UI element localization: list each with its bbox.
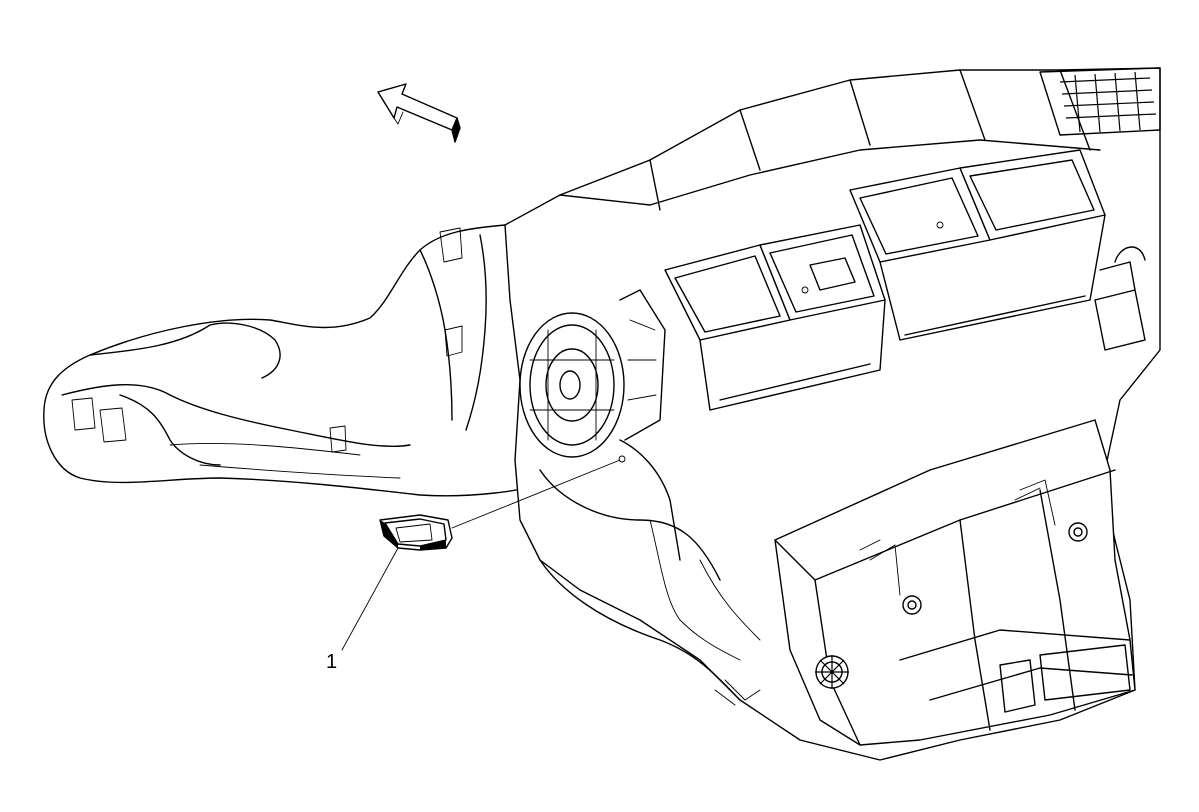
door-actuator-part — [379, 514, 453, 551]
hvac-module-assembly — [504, 67, 1161, 761]
blower-motor — [519, 289, 666, 458]
vent-grille-top — [1039, 67, 1161, 136]
filter-door-right — [801, 149, 1106, 294]
lower-outlet-duct — [774, 419, 1136, 746]
callout-1: 1 — [326, 547, 399, 673]
filter-door-left — [664, 224, 886, 341]
mode-actuator-gear — [815, 655, 849, 689]
direction-arrow-icon — [377, 83, 461, 143]
left-air-duct — [43, 224, 561, 497]
installation-guide-line — [451, 455, 626, 529]
electrical-connector — [1094, 246, 1146, 351]
callout-number: 1 — [326, 651, 337, 673]
